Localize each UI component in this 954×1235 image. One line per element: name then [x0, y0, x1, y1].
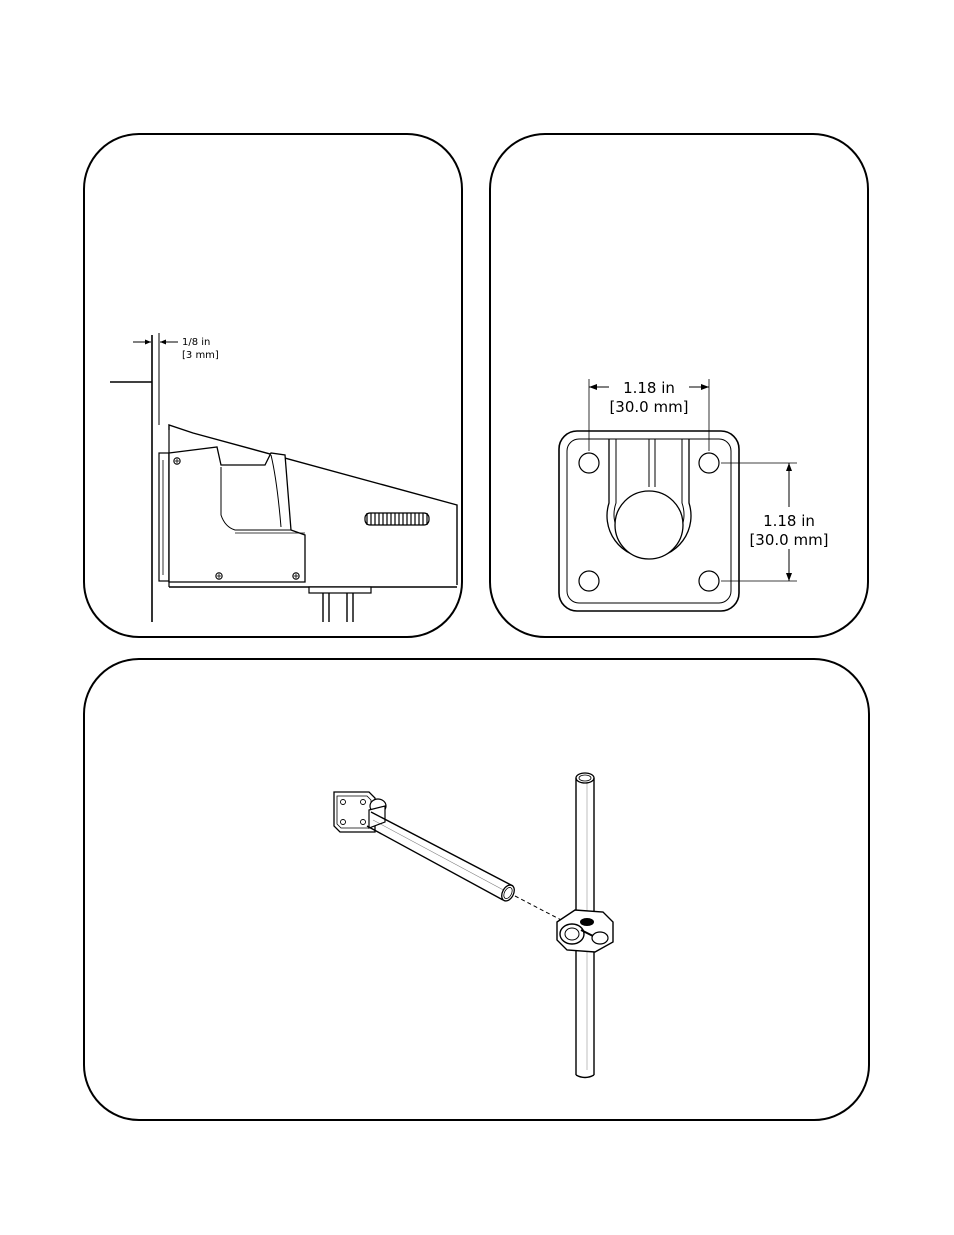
horizontal-dimension-mm: [30.0 mm] [609, 398, 688, 416]
plate-view-drawing: 1.18 in [30.0 mm] 1.18 in [30.0 mm] [491, 135, 869, 638]
screw-icon [293, 573, 299, 579]
side-view-drawing: 1/8 in [3 mm] [85, 135, 463, 638]
plate-view-panel: 1.18 in [30.0 mm] 1.18 in [30.0 mm] [489, 133, 869, 638]
vertical-dimension-in: 1.18 in [763, 512, 815, 530]
vertical-dimension-mm: [30.0 mm] [749, 531, 828, 549]
arm-tube [367, 812, 517, 903]
mounting-hole [699, 571, 719, 591]
gap-label-mm: [3 mm] [182, 350, 219, 361]
horizontal-dimension-in: 1.18 in [623, 379, 675, 397]
pole-mount-drawing [85, 660, 870, 1121]
vent-slots [365, 513, 429, 525]
screw-icon [174, 458, 180, 464]
side-view-panel: 1/8 in [3 mm] [83, 133, 463, 638]
screw-icon [216, 573, 222, 579]
pole-clamp [557, 910, 613, 952]
mounting-hole [699, 453, 719, 473]
pole-mount-panel [83, 658, 870, 1121]
mounting-hole [579, 571, 599, 591]
gap-label-in: 1/8 in [182, 337, 210, 348]
mounting-hole [579, 453, 599, 473]
